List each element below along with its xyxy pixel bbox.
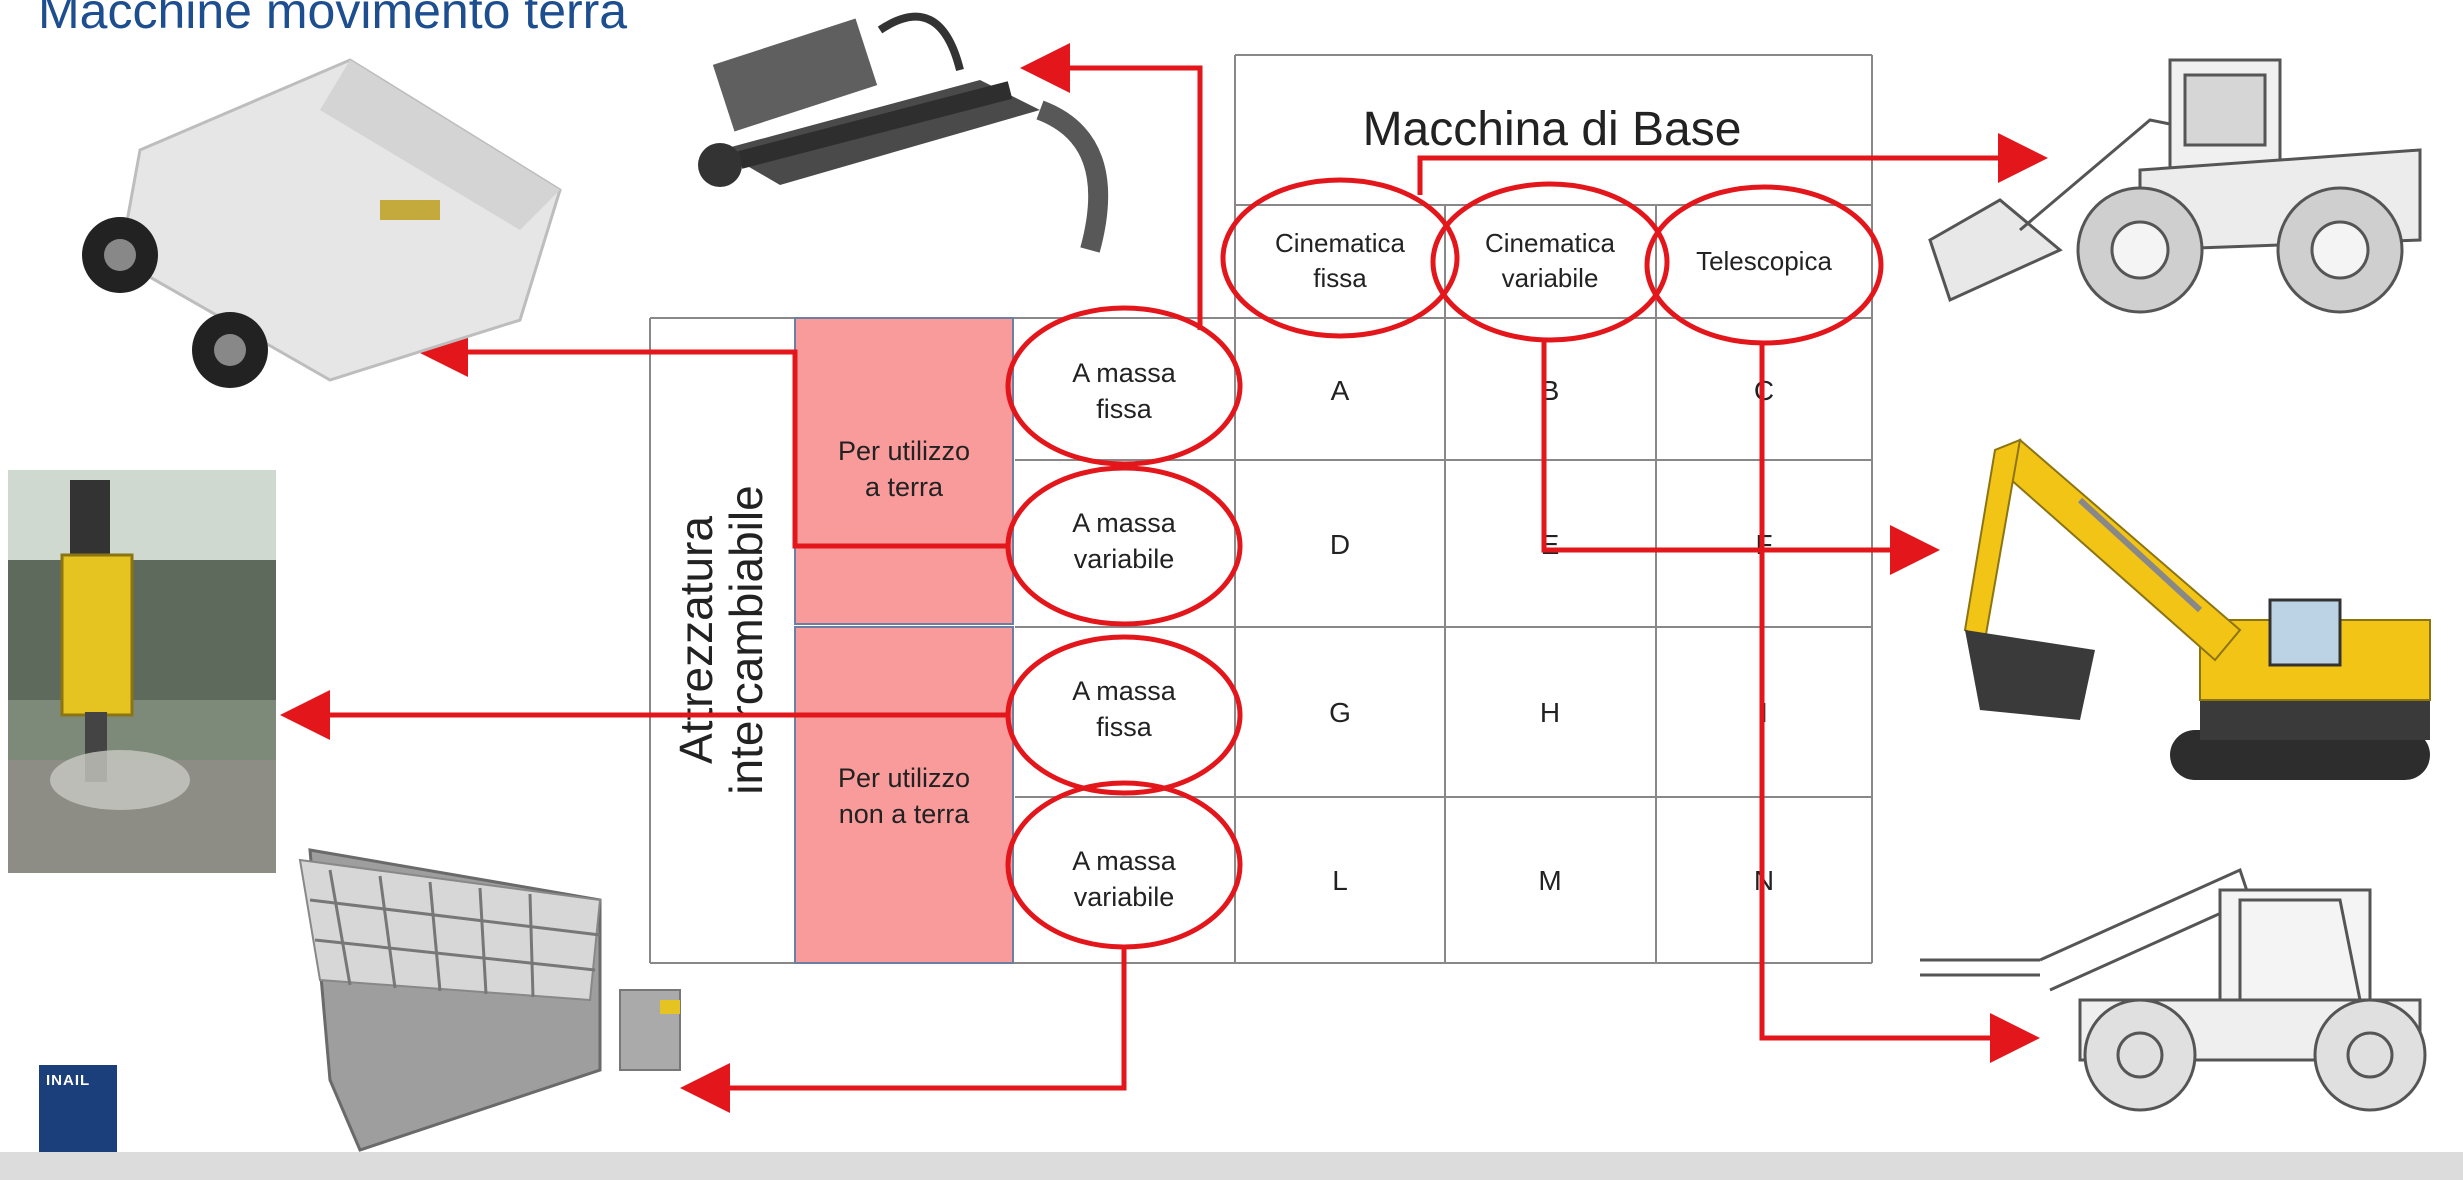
highlight-ellipse-col2 [1430,181,1670,343]
row-label-4-line1: A massa [1072,846,1177,876]
cell-letter: D [1330,529,1350,560]
arrow-row4-to-bucket [680,947,1127,1113]
cell-letter: L [1332,865,1348,896]
cell-letter: A [1331,375,1350,406]
group-label-non-ground-line1: Per utilizzo [838,763,970,793]
column-header-3-line1: Telescopica [1696,246,1832,276]
arrow-col2-to-excavator [1541,340,1940,575]
group-box-non-ground [794,626,1014,964]
side-title-line2: intercambiabile [720,485,772,794]
highlight-ellipse-col1 [1220,177,1460,339]
inail-logo-text: INAIL [46,1072,91,1089]
cell-letter: H [1540,697,1560,728]
highlight-ellipse-row1 [1005,305,1243,467]
excavator-image [1963,438,2431,780]
group-label-ground-line1: Per utilizzo [838,436,970,466]
group-label-ground-line2: a terra [865,472,944,502]
page-title: Macchine movimento terra [38,0,628,39]
group-label-non-ground-line2: non a terra [839,799,971,829]
mulcher-attachment-image [82,58,562,388]
hydraulic-breaker-image [8,470,276,873]
column-header-1-line2: fissa [1313,263,1367,293]
classification-table [649,54,1873,964]
arrow-col3-to-telehandler [1759,343,2040,1063]
row-label-1-line1: A massa [1072,358,1177,388]
trencher-attachment-image [698,12,1109,253]
column-header-1-line1: Cinematica [1275,228,1406,258]
row-label-3-line1: A massa [1072,676,1177,706]
table-header-title: Macchina di Base [1363,103,1742,156]
telehandler-image [1920,867,2427,1112]
row-label-2-line2: variabile [1074,544,1175,574]
row-label-1-line2: fissa [1096,394,1153,424]
row-label-4-line2: variabile [1074,882,1175,912]
arrow-col1-to-loader [1417,133,2048,195]
arrow-row2-to-mulcher [418,327,1008,549]
side-title: Attrezzatura intercambiabile [670,485,772,794]
arrow-row1-to-trencher [1020,43,1203,330]
mixing-bucket-image [298,848,681,1152]
footer-bar [0,1152,2463,1180]
cell-letter: M [1538,865,1561,896]
row-label-2-line1: A massa [1072,508,1177,538]
column-header-2-line2: variabile [1502,263,1599,293]
cell-letter: G [1329,697,1351,728]
side-title-line1: Attrezzatura [670,516,722,764]
row-label-3-line2: fissa [1096,712,1153,742]
wheel-loader-image [1928,58,2422,314]
column-header-2-line1: Cinematica [1485,228,1616,258]
group-box-ground [794,317,1014,625]
